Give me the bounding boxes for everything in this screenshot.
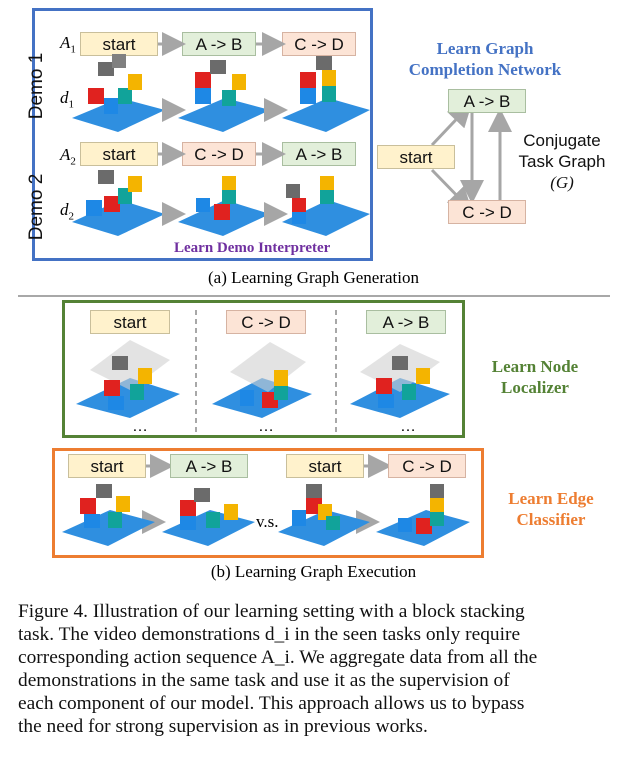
a1-label: A1 xyxy=(60,33,76,56)
demo1-scene-2 xyxy=(178,60,270,132)
caption-line: demonstrations in the same task and use … xyxy=(18,670,510,691)
edge-scene-1 xyxy=(62,484,155,546)
edge-right-start: start xyxy=(286,454,364,478)
localizer-node-start: start xyxy=(90,310,170,334)
ellipsis-2: … xyxy=(258,418,274,435)
demo2-scene-2 xyxy=(178,176,270,236)
caption-line: each component of our model. This approa… xyxy=(18,693,525,714)
localizer-frame xyxy=(62,300,465,438)
figure-caption: Figure 4. Illustration of our learning s… xyxy=(18,600,612,738)
graph-node-start: start xyxy=(377,145,455,169)
demo1-node-start: start xyxy=(80,32,158,56)
d1-label: d1 xyxy=(60,88,74,111)
demo2-scene-3 xyxy=(282,176,370,236)
edge-right-cd: C -> D xyxy=(388,454,466,478)
edge-title: Learn Edge Classifier xyxy=(508,489,594,529)
demo1-node-cd: C -> D xyxy=(282,32,356,56)
demo2-node-cd: C -> D xyxy=(182,142,256,166)
ellipsis-3: … xyxy=(400,418,416,435)
a2-label: A2 xyxy=(60,145,76,168)
panel-a-caption: (a) Learning Graph Generation xyxy=(208,268,419,287)
demo2-node-start: start xyxy=(80,142,158,166)
caption-line: corresponding action sequence A_i. We ag… xyxy=(18,647,538,668)
caption-line: task. The video demonstrations d_i in th… xyxy=(18,624,521,645)
edge-scene-4 xyxy=(376,484,470,546)
caption-line: Figure 4. Illustration of our learning s… xyxy=(18,601,525,622)
graph-node-ab: A -> B xyxy=(448,89,526,113)
graph-edge-start-ab xyxy=(430,102,473,147)
completion-title: Learn Graph Completion Network xyxy=(408,39,562,79)
panel-b-caption: (b) Learning Graph Execution xyxy=(210,562,417,581)
edge-left-ab: A -> B xyxy=(170,454,248,478)
localizer-scene-1 xyxy=(76,340,180,418)
demo2-scene-1 xyxy=(72,170,165,236)
demo1-scene-1 xyxy=(72,54,165,132)
vs-label: v.s. xyxy=(256,512,279,531)
edge-scene-2 xyxy=(162,488,255,546)
demo-frame xyxy=(32,8,373,261)
caption-line: the need for strong supervision as in pr… xyxy=(18,716,428,737)
demo1-scene-3 xyxy=(282,56,370,132)
localizer-node-cd: C -> D xyxy=(226,310,306,334)
conjugate-label: Conjugate Task Graph (G) xyxy=(518,131,606,192)
localizer-node-ab: A -> B xyxy=(366,310,446,334)
localizer-title: Learn Node Localizer xyxy=(491,357,579,397)
edge-frame xyxy=(52,448,484,558)
demo1-node-ab: A -> B xyxy=(182,32,256,56)
localizer-scene-2 xyxy=(212,342,312,418)
graph-node-cd: C -> D xyxy=(448,200,526,224)
demo2-node-ab: A -> B xyxy=(282,142,356,166)
edge-scene-3 xyxy=(278,484,370,546)
interpreter-title: Learn Demo Interpreter xyxy=(174,240,331,256)
d2-label: d2 xyxy=(60,200,74,223)
localizer-scene-3 xyxy=(350,344,450,418)
ellipsis-1: … xyxy=(132,418,148,435)
edge-left-start: start xyxy=(68,454,146,478)
